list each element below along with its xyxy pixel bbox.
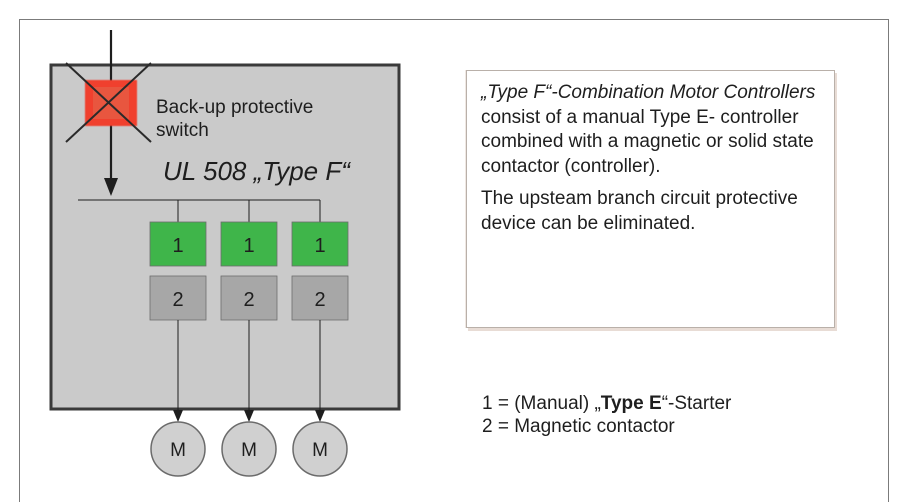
switch-label-line2: switch — [156, 120, 209, 141]
legend-item-1-suffix: “-Starter — [661, 393, 732, 414]
info-paragraph-2: The upsteam branch circuit protective de… — [481, 188, 798, 234]
component-1-box-1 — [149, 221, 207, 267]
info-paragraph-1-text: consist of a manual Type E- controller c… — [481, 106, 814, 177]
legend-item-1-prefix: 1 = (Manual) „ — [482, 393, 601, 414]
motor-lead-arrow-1 — [173, 410, 183, 422]
motor-3 — [292, 421, 348, 477]
motor-label-3: M — [312, 440, 328, 461]
component-2-box-1 — [149, 275, 207, 321]
switch-label-line1: Back-up protective — [156, 97, 313, 118]
backup-switch-symbol — [65, 62, 152, 143]
motor-lead-arrow-2 — [244, 410, 254, 422]
svg-text:Back-up protective switch: Back-up protective switch — [156, 97, 319, 141]
component-1-box-2 — [220, 221, 278, 267]
motor-1 — [150, 421, 206, 477]
legend-item-1-bold: Type E — [600, 393, 662, 414]
component-1-label-2: 1 — [243, 235, 254, 257]
info-paragraph-1-term: „Type F“-Combination Motor Controllers — [481, 82, 816, 103]
legend: 1 = (Manual) „Type E“-Starter 2 = Magnet… — [482, 392, 731, 438]
component-1-label-1: 1 — [172, 235, 183, 257]
legend-item-1: 1 = (Manual) „Type E“-Starter — [482, 392, 731, 415]
info-paragraph-1: „Type F“-Combination Motor Controllers c… — [481, 81, 822, 179]
legend-item-2: 2 = Magnetic contactor — [482, 416, 675, 437]
component-1-label-3: 1 — [314, 235, 325, 257]
component-2-label-2: 2 — [243, 289, 254, 311]
motor-lead-arrow-3 — [315, 410, 325, 422]
component-1-box-3 — [291, 221, 349, 267]
motor-label-1: M — [170, 440, 186, 461]
main-feed-arrow — [104, 178, 118, 196]
motor-2 — [221, 421, 277, 477]
info-box: „Type F“-Combination Motor Controllers c… — [466, 70, 835, 328]
component-2-label-1: 2 — [172, 289, 183, 311]
component-2-label-3: 2 — [314, 289, 325, 311]
component-2-box-3 — [291, 275, 349, 321]
component-2-box-2 — [220, 275, 278, 321]
motor-label-2: M — [241, 440, 257, 461]
standard-label: UL 508 „Type F“ — [163, 156, 351, 186]
